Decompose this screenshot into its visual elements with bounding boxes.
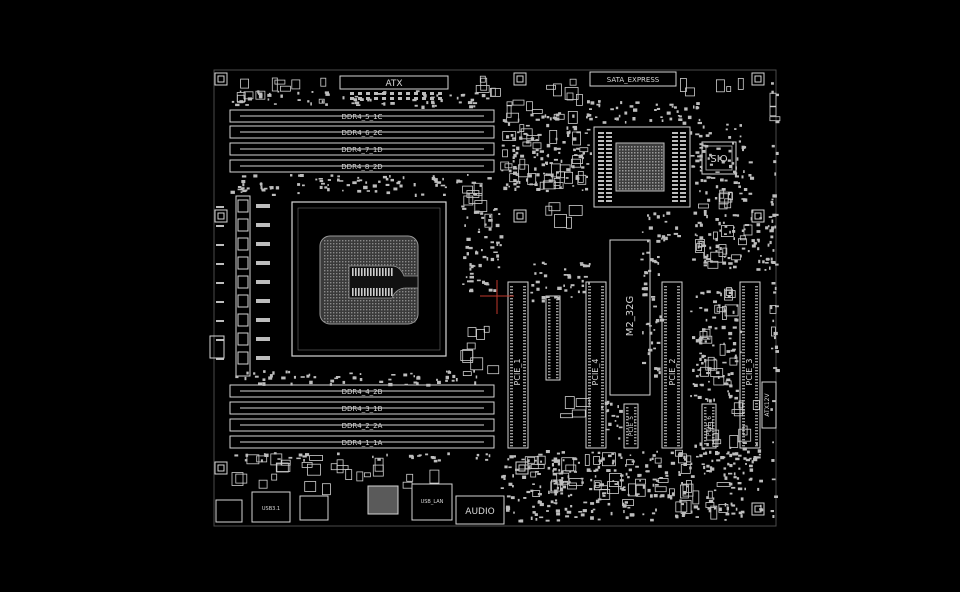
- sio-chip[interactable]: SIO: [701, 141, 737, 175]
- audio-connector[interactable]: [455, 495, 505, 525]
- pcie-slot[interactable]: [507, 281, 529, 449]
- pcie-slot[interactable]: [585, 281, 607, 449]
- small-pads: [230, 82, 780, 523]
- rear-io: [215, 483, 505, 525]
- dimm-label: DDR4_6_2C: [342, 129, 383, 137]
- dimm-label: DDR4_1_1A: [342, 439, 383, 447]
- dimm-slot[interactable]: [229, 125, 495, 139]
- dimm-labels-bottom: DDR4_4_2B DDR4_3_1B DDR4_2_2A DDR4_1_1A: [342, 388, 383, 447]
- dimm-label: DDR4_4_2B: [342, 388, 383, 396]
- pcie-slots: [507, 281, 761, 449]
- dimm-slot[interactable]: [229, 435, 495, 449]
- usb31-label: USB3.1: [262, 506, 280, 512]
- dimm-label: DDR4_2_2A: [342, 422, 383, 430]
- dimm-label: DDR4_8_2D: [341, 163, 382, 171]
- pch-chip[interactable]: [593, 126, 691, 208]
- pcie-label: PCIE_3: [745, 359, 754, 386]
- sata-express-label: SATA_EXPRESS: [607, 76, 660, 84]
- atx12v-label: ATX12V: [764, 393, 771, 417]
- board-outline: [213, 69, 777, 527]
- atx-power-connector[interactable]: ATX: [339, 75, 449, 100]
- pcie-label: PCIE_2: [668, 359, 677, 386]
- dimm-labels-top: DDR4_5_1C DDR4_6_2C DDR4_7_1D DDR4_8_2D: [341, 113, 382, 171]
- pcie-slot[interactable]: [701, 403, 717, 449]
- dimm-slots-top: [229, 109, 495, 173]
- dimm-label: DDR4_7_1D: [341, 146, 382, 154]
- dimm-label: DDR4_5_1C: [342, 113, 383, 121]
- pcie-label: PCIE_4: [591, 359, 600, 386]
- m2-label: M2_32G: [625, 296, 636, 336]
- dimm-slot[interactable]: [229, 384, 495, 398]
- pcie-slot[interactable]: [545, 295, 561, 381]
- dimm-slots-bottom: [229, 384, 495, 449]
- pcie-label: PCIE_5: [628, 416, 635, 436]
- dimm-label: DDR4_3_1B: [342, 405, 383, 413]
- audio-label: AUDIO: [465, 507, 494, 517]
- cursor-crosshair: [480, 280, 514, 314]
- pcie-slot[interactable]: [661, 281, 683, 449]
- vrm-phases: [209, 195, 270, 377]
- usb-lan-label: USB_LAN: [421, 499, 444, 505]
- dimm-slot[interactable]: [229, 401, 495, 415]
- dimm-slot[interactable]: [229, 142, 495, 156]
- pcie-label: PCIE_6: [706, 416, 713, 436]
- cpu-socket[interactable]: [291, 201, 447, 357]
- pcie-labels: PCIE_1 PCIE_4 PCIE_2 PCIE_3 PCIE_5 PCIE_…: [513, 359, 754, 437]
- sio-label: SIO: [710, 154, 727, 165]
- dimm-slot[interactable]: [229, 159, 495, 173]
- pcie-label: PCIE_1: [513, 359, 522, 386]
- dimm-slot[interactable]: [229, 109, 495, 123]
- pcie-slot[interactable]: [739, 281, 761, 449]
- sata-express-connector[interactable]: SATA_EXPRESS: [589, 71, 677, 87]
- pcie-slot[interactable]: [623, 403, 639, 449]
- dimm-slot[interactable]: [229, 418, 495, 432]
- atx-label: ATX: [385, 79, 402, 89]
- components: [231, 75, 781, 520]
- m2-slot[interactable]: M2_32G: [609, 239, 651, 396]
- atx12v-connector[interactable]: ATX12V: [761, 381, 777, 429]
